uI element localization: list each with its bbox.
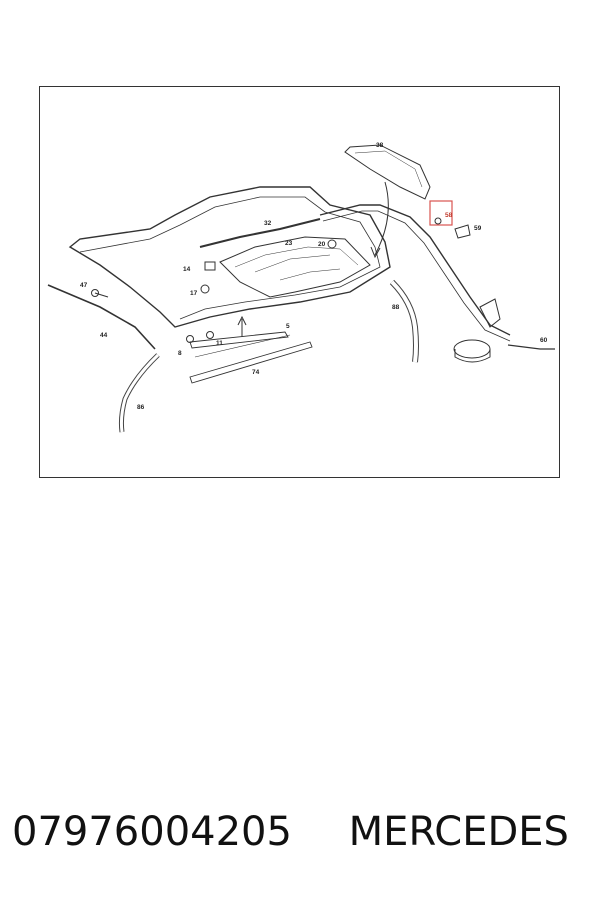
callout-88: 88 [392, 304, 400, 311]
callout-32: 32 [264, 220, 272, 227]
drive-motor [453, 339, 491, 359]
bracket-59 [454, 224, 471, 239]
sunroof-parts-diagram: 38 58 59 32 23 20 14 17 47 44 88 5 11 8 … [47, 142, 555, 433]
parts-diagram-frame: 38 58 59 32 23 20 14 17 47 44 88 5 11 8 … [39, 86, 560, 478]
screw-20 [327, 239, 337, 249]
glass-panel [219, 236, 371, 298]
callout-47: 47 [80, 282, 88, 289]
callout-58: 58 [445, 212, 453, 219]
callout-59: 59 [474, 225, 482, 232]
callout-17: 17 [190, 290, 198, 297]
screw-47 [91, 289, 99, 297]
trim-strip-5 [189, 331, 289, 349]
guide-rail [319, 204, 511, 336]
callout-8: 8 [178, 350, 182, 357]
callout-14: 14 [183, 266, 191, 273]
bracket-14 [204, 261, 216, 271]
seal-strip [199, 218, 321, 248]
brand-name: MERCEDES [348, 809, 569, 855]
screw-58 [434, 217, 442, 225]
part-number: 07976004205 [12, 809, 292, 855]
trim-strip-74 [189, 341, 313, 384]
wind-deflector [344, 144, 431, 200]
callout-5: 5 [286, 323, 290, 330]
callout-20: 20 [318, 241, 326, 248]
drive-cable [507, 344, 555, 350]
callout-44: 44 [100, 332, 108, 339]
screw-17 [200, 284, 210, 294]
callout-60: 60 [540, 337, 548, 344]
callout-23: 23 [285, 240, 293, 247]
screw-11 [206, 331, 214, 339]
callout-11: 11 [216, 340, 223, 347]
callout-74: 74 [252, 369, 260, 376]
highlight-box [429, 200, 453, 226]
side-strip [47, 284, 156, 350]
caption: 07976004205 MERCEDES [12, 802, 592, 862]
screw-8 [186, 335, 194, 343]
callout-86: 86 [137, 404, 145, 411]
callout-38: 38 [376, 142, 384, 149]
roof-frame [68, 186, 391, 328]
